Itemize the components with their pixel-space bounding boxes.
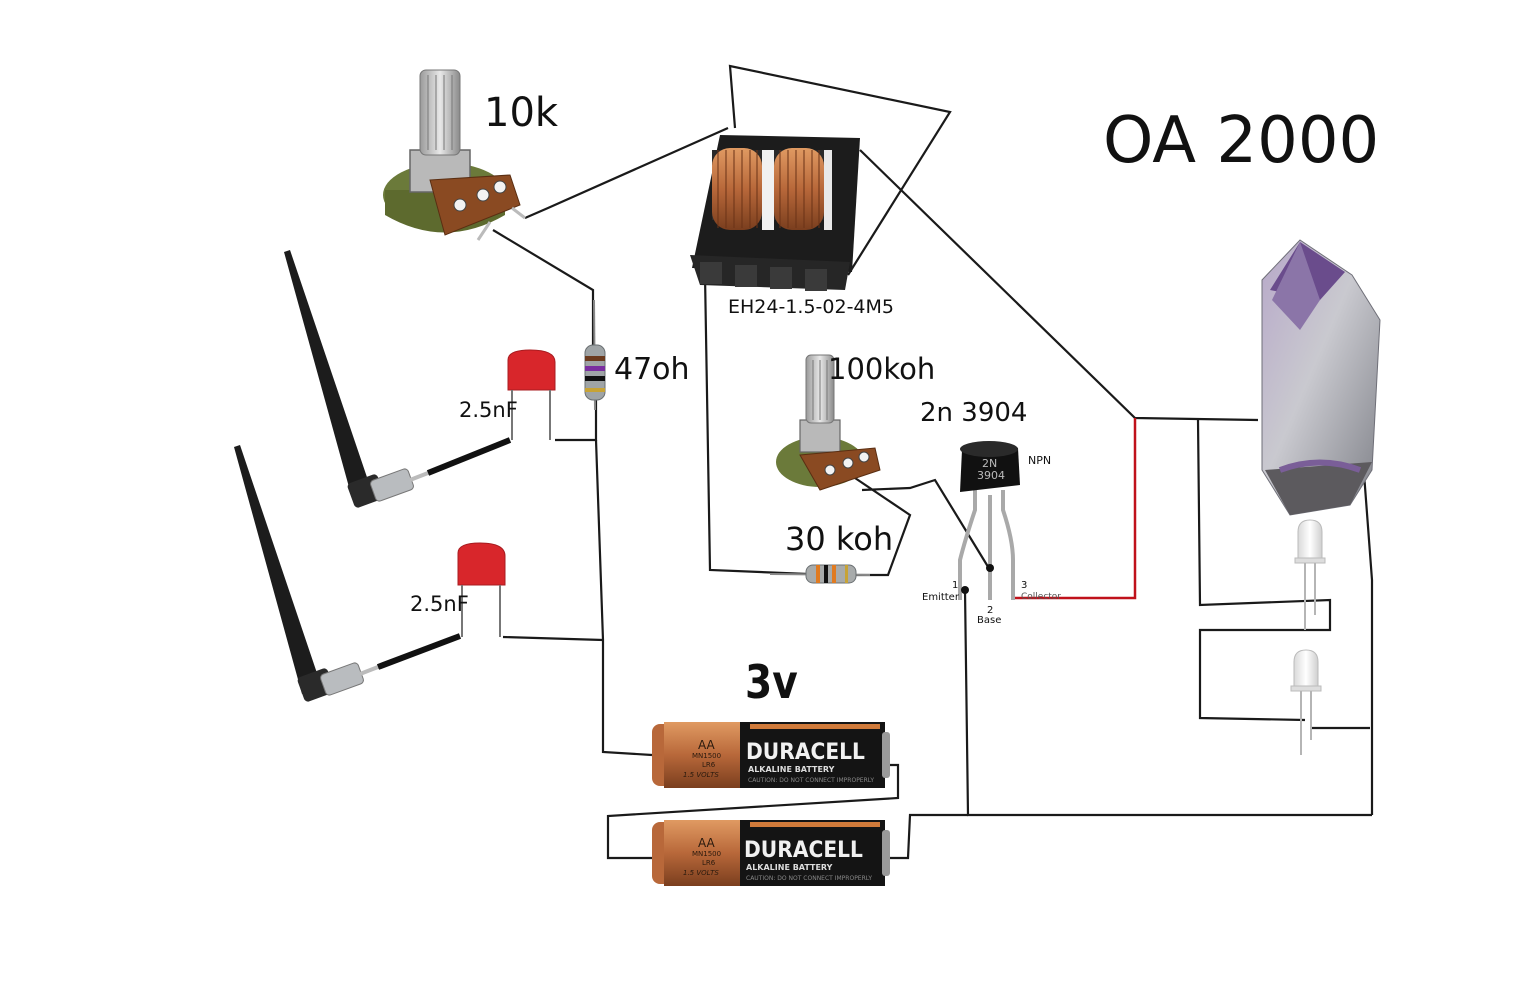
label-pot-100k: 100koh	[828, 352, 936, 386]
pin3-number: 3	[1021, 580, 1028, 591]
battery-2-code: LR6	[702, 859, 716, 867]
wire-cap2-to-main	[502, 635, 604, 642]
wire-pot-to-coil	[524, 126, 729, 220]
battery-1-size: AA	[698, 738, 715, 752]
pin3-name: Collector	[1021, 592, 1062, 602]
battery-2-brand: DURACELL	[744, 838, 863, 863]
label-capacitor-bottom: 2.5nF	[410, 592, 469, 616]
wire-led-top	[1196, 419, 1332, 722]
capacitor-top	[507, 349, 556, 440]
label-resistor-47: 47oh	[614, 352, 690, 387]
transistor-body-text-bottom: 3904	[977, 469, 1005, 482]
label-pot-10k: 10k	[484, 90, 559, 136]
pin1-name: Emitter	[922, 592, 959, 603]
label-resistor-30k: 30 koh	[785, 520, 894, 558]
antenna-top	[284, 250, 512, 508]
transistor-type: NPN	[1028, 454, 1052, 467]
copper-windings-left	[712, 148, 762, 230]
wire-coil-to-30k	[703, 274, 809, 576]
potentiometer-100k	[776, 354, 881, 491]
pin2-name: Base	[977, 615, 1002, 626]
wire-47-main	[594, 439, 653, 757]
battery-2-size: AA	[698, 836, 715, 850]
label-coil: EH24-1.5-02-4M5	[728, 296, 894, 318]
wire-pot-to-47	[492, 229, 595, 350]
wire-battery-link	[606, 763, 900, 860]
battery-1-type: ALKALINE BATTERY	[748, 765, 835, 774]
wire-30k-to-pot	[854, 477, 912, 577]
led-top	[1294, 519, 1326, 630]
transistor-2n3904	[958, 441, 1020, 600]
coil-transformer	[690, 135, 860, 291]
potentiometer-10k	[383, 69, 526, 241]
battery-2-model: MN1500	[692, 850, 722, 858]
battery-2	[652, 820, 890, 886]
led-bottom	[1290, 649, 1322, 755]
label-transistor: 2n 3904	[920, 398, 1028, 428]
label-capacitor-top: 2.5nF	[459, 398, 518, 422]
wire-collector	[1015, 418, 1137, 600]
battery-1-brand: DURACELL	[746, 740, 865, 765]
resistor-30k	[769, 564, 871, 584]
capacitor-bottom	[457, 542, 506, 637]
label-battery-voltage: 3v	[745, 655, 798, 709]
transistor-body-text-top: 2N	[982, 457, 998, 470]
battery-1-model: MN1500	[692, 752, 722, 760]
resistor-47ohm	[584, 299, 606, 411]
battery-2-caution: CAUTION: DO NOT CONNECT IMPROPERLY	[746, 875, 872, 882]
diagram-title: OA 2000	[1103, 104, 1380, 178]
antenna-bottom	[234, 445, 462, 702]
pin2-number: 2	[987, 605, 994, 616]
battery-1-caution: CAUTION: DO NOT CONNECT IMPROPERLY	[748, 777, 874, 784]
battery-1-code: LR6	[702, 761, 716, 769]
copper-windings-right	[774, 148, 824, 230]
wires	[492, 64, 1374, 860]
wire-pot-to-base	[861, 478, 991, 571]
wire-battery-to-ground	[885, 813, 968, 860]
battery-2-volts: 1.5 VOLTS	[683, 869, 719, 877]
pin1-number: 1	[952, 580, 959, 591]
battery-1	[652, 722, 890, 788]
battery-1-volts: 1.5 VOLTS	[683, 771, 719, 779]
wire-47-down	[555, 398, 598, 442]
battery-2-type: ALKALINE BATTERY	[746, 863, 833, 872]
crystal	[1261, 239, 1381, 516]
wire-coil-loop	[728, 64, 952, 276]
